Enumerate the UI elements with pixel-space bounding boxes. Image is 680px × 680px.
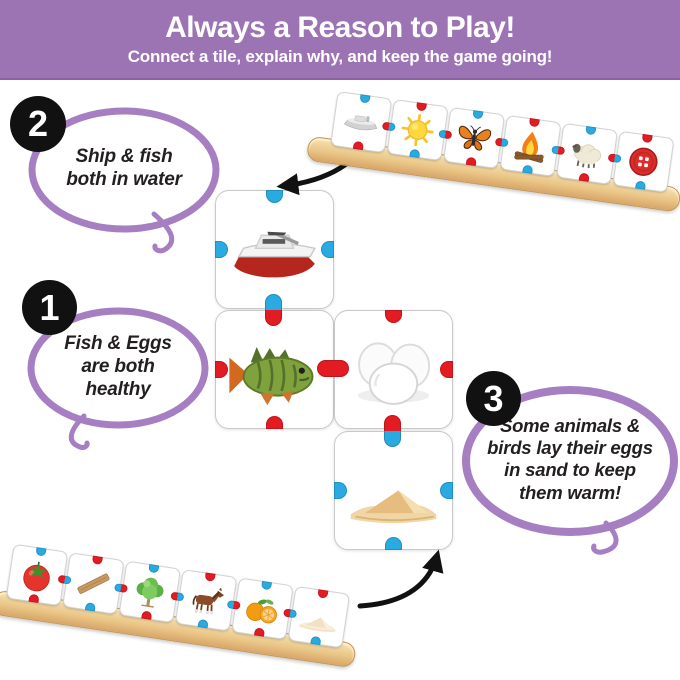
- connector-peg: [521, 164, 533, 174]
- connector-peg: [215, 361, 228, 378]
- connector-peg: [197, 618, 209, 629]
- fish-icon: [227, 322, 322, 417]
- rack-tile-stick: [62, 552, 129, 615]
- callout-1: Fish & Eggs are both healthy: [18, 300, 218, 450]
- campfire-icon: [507, 123, 553, 169]
- boat-icon: [227, 202, 322, 297]
- connector-peg: [140, 610, 152, 620]
- callout-3: Some animals & birds lay their eggs in s…: [458, 385, 680, 557]
- callout-2: Ship & fish both in water: [14, 96, 229, 256]
- connector-junction: [384, 415, 401, 447]
- speech-bubble-outline: [27, 307, 209, 450]
- callout-text: Ship & fish both in water: [66, 146, 182, 190]
- connector-peg: [321, 241, 334, 258]
- connector-peg: [84, 602, 96, 612]
- step-number-badge: 1: [22, 280, 77, 335]
- connector-peg: [253, 627, 265, 637]
- connector-peg: [334, 482, 347, 499]
- callout-text: Some animals & birds lay their eggs in s…: [487, 415, 653, 503]
- sand-icon: [346, 443, 441, 538]
- connector-peg: [266, 416, 283, 429]
- eggs-icon: [346, 322, 441, 417]
- rack-tile-sun: [386, 98, 453, 162]
- ship-icon: [338, 99, 384, 145]
- connector-peg: [352, 140, 364, 151]
- connector-peg: [634, 180, 646, 190]
- arrow-rack-to-sand-tile: [357, 549, 444, 609]
- sun-icon: [394, 107, 440, 153]
- rack-tile-horse: [174, 569, 241, 632]
- rack-tile-sand: [287, 585, 351, 649]
- connector-peg: [385, 537, 402, 550]
- connector-peg: [309, 635, 321, 646]
- connector-peg: [408, 148, 420, 158]
- connector-peg: [385, 310, 402, 323]
- rack-tile-tomato: [5, 543, 72, 607]
- board-tile-eggs: [334, 310, 453, 429]
- tomato-icon: [14, 552, 61, 599]
- connector-junction: [317, 360, 349, 377]
- sand-icon: [296, 594, 343, 641]
- tree-icon: [126, 569, 173, 616]
- rack-tile-oranges: [231, 577, 298, 640]
- connector-junction: [265, 294, 282, 326]
- rack-tile-tree: [118, 560, 185, 624]
- callout-text: Fish & Eggs are both healthy: [64, 333, 172, 400]
- stick-icon: [70, 560, 117, 607]
- connector-peg: [27, 593, 40, 603]
- speech-bubble-outline: [462, 386, 678, 555]
- rack-tile-ship: [330, 91, 396, 154]
- board-tile-fish: [215, 310, 334, 429]
- sheep-icon: [564, 131, 610, 177]
- connector-peg: [465, 156, 477, 166]
- page-title: Always a Reason to Play!: [165, 11, 515, 44]
- page-subtitle: Connect a tile, explain why, and keep th…: [127, 47, 553, 66]
- oranges-icon: [239, 585, 286, 632]
- step-number-badge: 2: [10, 96, 66, 152]
- connector-peg: [440, 482, 453, 499]
- board-tile-boat: [215, 190, 334, 309]
- tile-rack-bottom: [0, 542, 364, 669]
- speech-bubble-outline: [28, 107, 220, 254]
- butterfly-icon: [451, 115, 497, 161]
- rack-tile-butterfly: [443, 106, 509, 170]
- connector-peg: [440, 361, 453, 378]
- connector-peg: [578, 172, 590, 182]
- rack-tile-campfire: [499, 114, 566, 177]
- step-number-badge: 3: [466, 371, 521, 426]
- board-tile-sand: [334, 431, 453, 550]
- rack-tile-sheep: [555, 122, 622, 185]
- tile-rack-top: [305, 88, 680, 213]
- button-icon: [620, 139, 666, 185]
- header-banner: Always a Reason to Play! Connect a tile,…: [0, 0, 680, 80]
- rack-tile-button: [612, 130, 675, 193]
- connector-peg: [215, 241, 228, 258]
- horse-icon: [183, 577, 230, 624]
